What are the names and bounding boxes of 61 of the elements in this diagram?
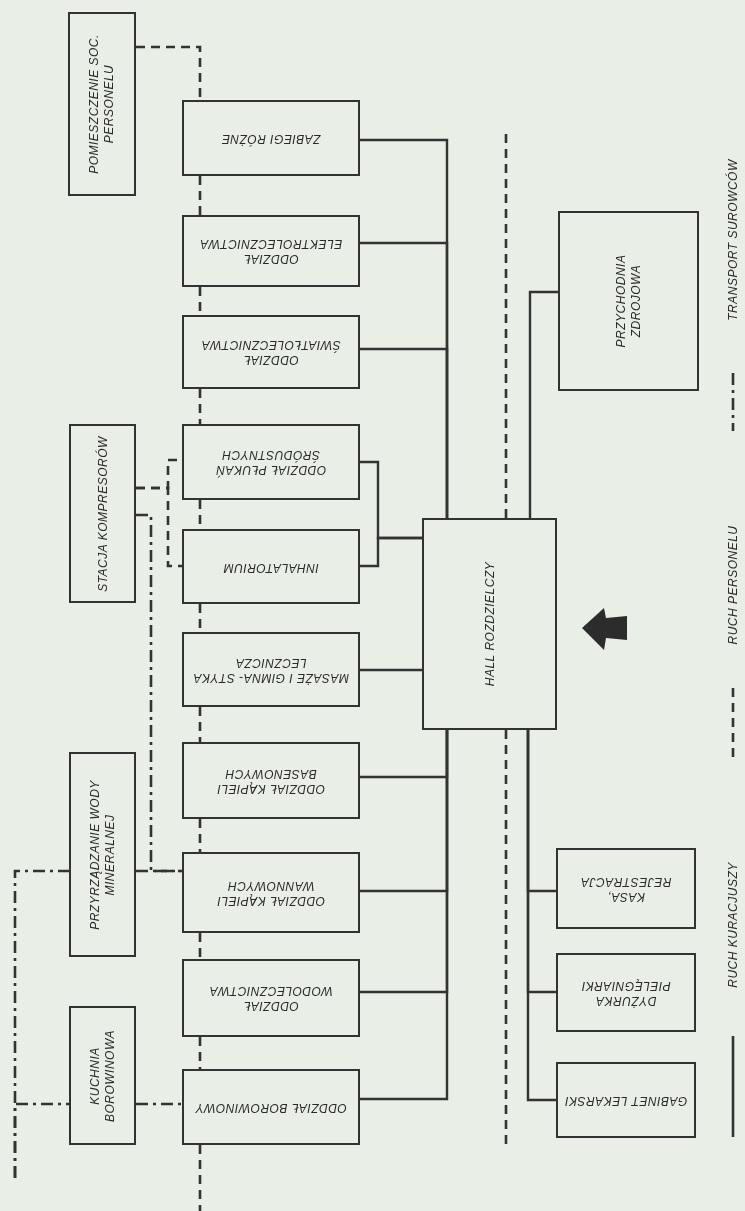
connector-line: [360, 668, 422, 672]
room-box: [69, 424, 136, 603]
dashed-connector: [198, 707, 202, 742]
room-box: [556, 953, 696, 1032]
room-name: PRZYCHODNIA ZDROJOWA: [613, 253, 644, 350]
dash-dot-connector: [136, 1102, 182, 1106]
dash-dot-connector: [136, 869, 182, 873]
room-name: MASAŻE I GIMNA- STYKA LECZNICZA: [192, 654, 350, 685]
room-box: [182, 632, 360, 707]
room-box: [556, 1062, 696, 1138]
room-box: [182, 1069, 360, 1145]
room-name: ODDZIAŁ ŚWIATŁOLECZNICTWA: [200, 337, 342, 367]
dashed-connector: [198, 389, 202, 424]
room-box: [182, 100, 360, 176]
room-box: [558, 211, 699, 391]
room-box: [182, 852, 360, 933]
dashed-connector: [198, 1037, 202, 1069]
room-box: [182, 424, 360, 500]
room-name: HALL ROZDZIELCZY: [482, 560, 497, 689]
room-box: [182, 742, 360, 819]
room-name: GABINET LEKARSKI: [563, 1092, 689, 1108]
dash-dot-connector: [13, 1102, 69, 1178]
room-box: [182, 315, 360, 389]
dashed-connector: [198, 1145, 202, 1211]
room-box: [69, 1006, 136, 1145]
room-name: KASA, REJESTRACJA: [579, 873, 673, 904]
room-box: [68, 12, 136, 196]
room-box: [182, 529, 360, 604]
room-name: ZABIEGI RÓŻNE: [220, 130, 322, 146]
room-name: STACJA KOMPRESORÓW: [95, 434, 110, 594]
room-name: POMIESZCZENIE SOC. PERSONELU: [87, 33, 117, 176]
room-name: ODDZIAŁ WODOLECZNICTWA: [208, 983, 334, 1013]
room-name: ODDZIAŁ KĄPIELI WANNOWYCH: [215, 877, 327, 908]
dashed-connector: [198, 819, 202, 852]
room-name: ODDZIAŁ KĄPIELI BASENOWYCH: [215, 765, 327, 796]
room-box: [556, 848, 696, 929]
dashed-connector: [136, 45, 202, 100]
dashed-connector: [136, 486, 182, 568]
room-name: ODDZIAŁ PŁUKAŃ ŚRÓDUSTNYCH: [214, 447, 328, 477]
room-name: ODDZIAŁ ELEKTROLECZNICTWA: [198, 236, 344, 266]
room-name: ODDZIAŁ BOROWINOWY: [194, 1099, 348, 1115]
room-name: DYŻURKA PIELĘGNIARKI: [580, 977, 672, 1008]
dashed-connector: [198, 933, 202, 959]
room-name: PRZYRZĄDZANIE WODY MINERALNEJ: [87, 778, 118, 932]
room-name: KUCHNIA BOROWINOWA: [87, 1028, 118, 1124]
legend-label: RUCH PERSONELU: [726, 525, 740, 645]
dashed-connector: [198, 176, 202, 215]
connector-line: [360, 347, 449, 518]
dashed-connector: [504, 133, 508, 518]
room-name: INHALATORIUM: [222, 559, 320, 574]
connector-line: [360, 536, 422, 568]
connector-line: [528, 290, 558, 518]
dash-dot-connector: [136, 513, 182, 873]
room-box: [182, 959, 360, 1037]
connector-line: [526, 730, 556, 1102]
legend-label: TRANSPORT SUROWCÓW: [726, 159, 740, 321]
room-box: [182, 215, 360, 287]
room-box: [422, 518, 557, 730]
connector-line: [360, 730, 449, 1101]
room-box: [69, 752, 136, 957]
legend-label: RUCH KURACJUSZY: [726, 862, 740, 988]
